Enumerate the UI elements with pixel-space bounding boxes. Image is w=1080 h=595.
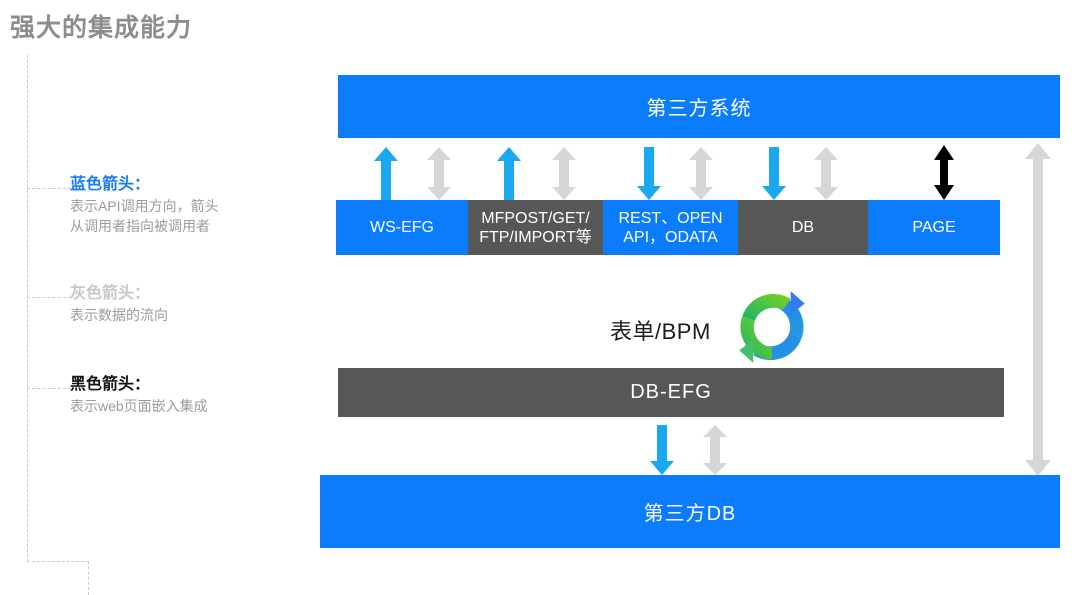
arrow-rest-blue-down [637,147,661,200]
arrow-db-gray-both [814,147,838,200]
third-party-db-label: 第三方DB [643,503,737,525]
bottom-guide-rail-stub [88,561,89,595]
protocol-box-db[interactable]: DB [738,200,868,255]
form-bpm-block: 表单/BPM [610,288,811,371]
legend-item-gray-arrow: 灰色箭头： 表示数据的流向 [70,283,320,325]
arrow-dbefg-blue-down [650,425,674,475]
db-efg-bar[interactable]: DB-EFG [338,368,1004,417]
protocol-label-ws-efg: WS-EFG [370,219,434,236]
protocol-label-db: DB [791,219,815,236]
legend-title-gray-arrow: 灰色箭头： [70,285,151,302]
third-party-system-label: 第三方系统 [646,98,752,120]
protocol-label-mfpost: MFPOST/GET/ FTP/IMPORT等 [479,209,592,246]
arrow-mfpost-blue-up [497,147,521,200]
legend-desc-gray-arrow: 表示数据的流向 [70,307,168,323]
page-title: 强大的集成能力 [10,14,193,42]
db-efg-label: DB-EFG [630,381,712,403]
sync-circle-icon [733,288,811,371]
protocol-box-rest[interactable]: REST、OPEN API，ODATA [603,200,738,255]
legend-connector-gray [27,297,71,298]
arrow-mfpost-gray-both [552,147,576,200]
protocol-box-ws-efg[interactable]: WS-EFG [336,200,468,255]
legend-desc-blue-arrow: 表示API调用方向，箭头 从调用者指向被调用者 [70,198,219,234]
bottom-guide-rail [27,561,89,562]
legend-desc-black-arrow: 表示web页面嵌入集成 [70,398,208,414]
arrow-rest-gray-both [689,147,713,200]
arrow-side-gray-both [1025,143,1051,476]
protocol-row: WS-EFG MFPOST/GET/ FTP/IMPORT等 REST、OPEN… [336,200,1000,255]
protocol-box-page[interactable]: PAGE [868,200,1000,255]
arrow-ws-efg-gray-both [427,147,451,200]
left-guide-rail [27,55,28,562]
protocol-label-page: PAGE [912,219,956,236]
arrow-db-blue-down [762,147,786,200]
arrow-page-black-both [932,145,956,200]
protocol-label-rest: REST、OPEN API，ODATA [618,209,723,246]
legend-connector-black [27,388,71,389]
third-party-system-bar[interactable]: 第三方系统 [338,75,1060,138]
legend-item-black-arrow: 黑色箭头： 表示web页面嵌入集成 [70,374,320,416]
legend-title-black-arrow: 黑色箭头： [70,376,151,393]
form-bpm-label: 表单/BPM [610,318,711,344]
legend-connector-blue [27,188,71,189]
third-party-db-bar[interactable]: 第三方DB [320,475,1060,548]
legend-title-blue-arrow: 蓝色箭头： [70,176,151,193]
arrow-ws-efg-blue-up [374,147,398,200]
arrow-dbefg-gray-both [703,425,727,475]
protocol-box-mfpost[interactable]: MFPOST/GET/ FTP/IMPORT等 [468,200,603,255]
legend-item-blue-arrow: 蓝色箭头： 表示API调用方向，箭头 从调用者指向被调用者 [70,174,320,236]
